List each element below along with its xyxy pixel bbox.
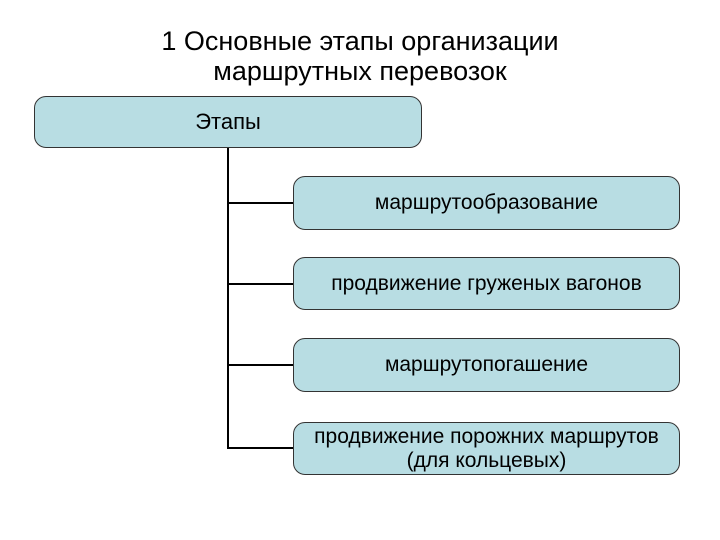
node-stage-route-termination-label: маршрутопогашение (384, 353, 589, 376)
node-stage-empty-routes-label: продвижение порожних маршрутов (314, 424, 659, 448)
node-stage-route-formation: маршрутообразование (293, 176, 680, 230)
node-stage-loaded-wagons: продвижение груженых вагонов (293, 257, 680, 310)
connector-trunk (227, 148, 229, 449)
connector-branch-2 (228, 283, 294, 285)
node-stage-route-termination: маршрутопогашение (293, 338, 680, 392)
connector-branch-1 (228, 202, 294, 204)
connector-branch-3 (228, 364, 294, 366)
node-stage-empty-routes: продвижение порожних маршрутов (для коль… (293, 422, 680, 475)
node-stage-loaded-wagons-label: продвижение груженых вагонов (331, 271, 642, 295)
connector-branch-4 (228, 447, 294, 449)
node-stage-route-formation-label: маршрутообразование (374, 191, 599, 214)
node-stages-root: Этапы (34, 96, 422, 148)
slide-title: 1 Основные этапы организации маршрутных … (0, 26, 720, 86)
slide-title-line1: 1 Основные этапы организации (161, 26, 559, 56)
slide-title-line2: маршрутных перевозок (213, 56, 507, 86)
node-stages-root-label: Этапы (195, 109, 261, 134)
node-stage-empty-routes-label2: (для кольцевых) (406, 448, 567, 472)
